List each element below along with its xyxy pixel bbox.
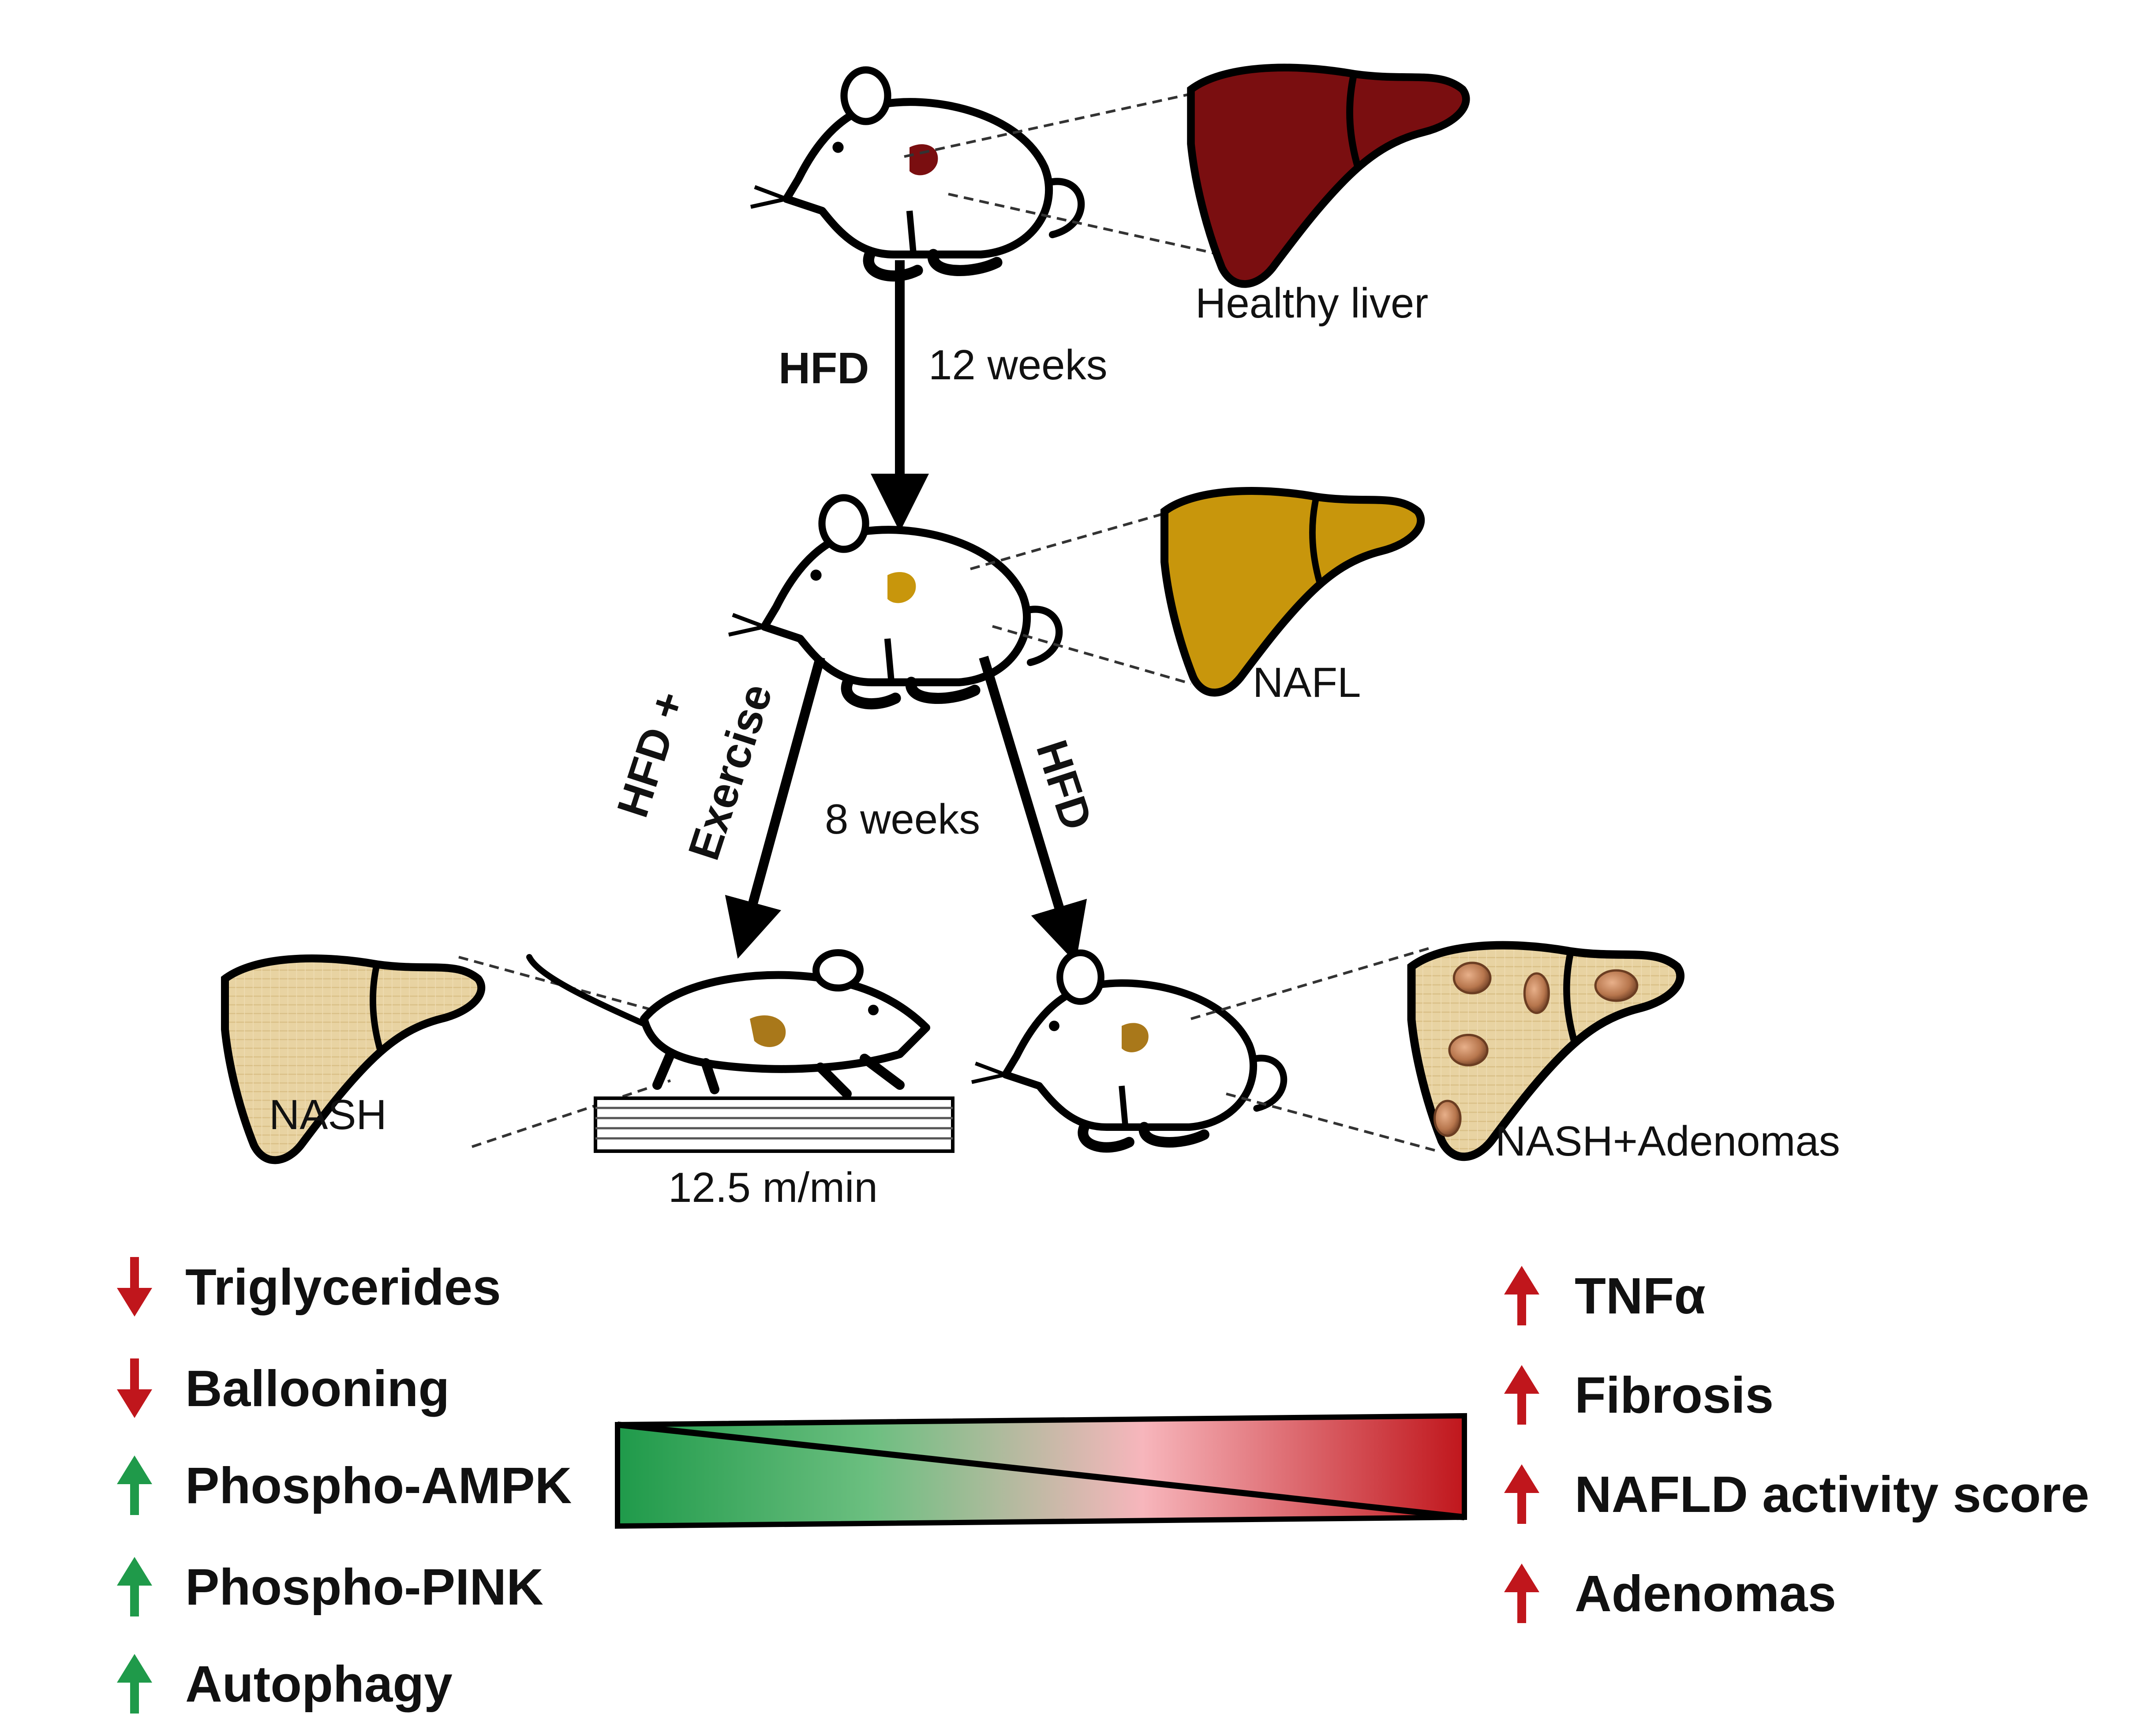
label-speed: 12.5 m/min: [668, 1164, 878, 1211]
effect-left-item: Ballooning: [185, 1360, 450, 1417]
mouse-nafl-icon: [729, 498, 1059, 704]
effect-left-item: Phospho-PINK: [185, 1558, 543, 1616]
gradient-wedge: [615, 1413, 1467, 1529]
effect-arrows-right: [1504, 1266, 1539, 1623]
label-healthy-liver: Healthy liver: [1195, 280, 1429, 327]
mouse-running-icon: [526, 949, 930, 1099]
arrow-up-icon: [117, 1557, 152, 1616]
arrow-down-icon: [117, 1358, 152, 1418]
effect-right-item: TNFα: [1575, 1267, 1706, 1324]
arrow-hfd-8-weeks: [979, 655, 1087, 963]
label-8-weeks: 8 weeks: [825, 796, 981, 843]
arrow-up-icon: [117, 1654, 152, 1714]
label-hfd-top: HFD: [779, 344, 869, 393]
arrow-up-icon: [1504, 1365, 1539, 1425]
arrow-up-icon: [1504, 1464, 1539, 1524]
effect-arrows-left: [117, 1257, 152, 1714]
nash-liver-icon: [225, 958, 481, 1160]
arrow-up-icon: [1504, 1564, 1539, 1623]
nash-adenoma-liver-icon: [1411, 945, 1681, 1157]
effect-right-item: Adenomas: [1575, 1565, 1837, 1622]
effect-left-item: Triglycerides: [185, 1258, 501, 1316]
label-nash-adenomas: NASH+Adenomas: [1495, 1118, 1840, 1165]
healthy-liver-icon: [1191, 67, 1466, 284]
effect-right-item: NAFLD activity score: [1575, 1466, 2089, 1523]
label-12-weeks: 12 weeks: [928, 341, 1108, 389]
arrow-up-icon: [117, 1455, 152, 1515]
mouse-healthy-icon: [751, 70, 1081, 276]
arrow-up-icon: [1504, 1266, 1539, 1325]
effect-right-item: Fibrosis: [1575, 1366, 1774, 1424]
treadmill-icon: [594, 1096, 954, 1153]
effect-left-item: Phospho-AMPK: [185, 1457, 572, 1514]
nafl-liver-icon: [1164, 491, 1421, 692]
arrow-hfd-exercise: [725, 656, 825, 959]
arrow-down-icon: [117, 1257, 152, 1317]
mouse-hfd-icon: [972, 953, 1284, 1147]
effect-left-item: Autophagy: [185, 1655, 453, 1713]
label-nafl: NAFL: [1253, 659, 1361, 706]
label-nash: NASH: [269, 1091, 387, 1138]
